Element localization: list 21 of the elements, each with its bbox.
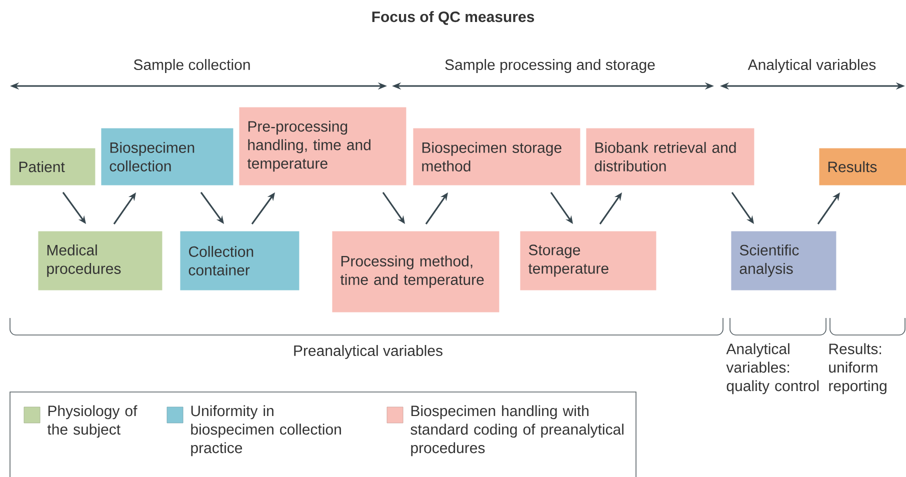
bracket-label: Analytical variables: quality control xyxy=(726,343,819,394)
legend-label: Uniformity in biospecimen collection practice xyxy=(191,405,341,456)
process-box: Collection container xyxy=(180,231,300,290)
bracket-label: Results: uniform reporting xyxy=(829,343,886,394)
process-box: Results xyxy=(819,148,906,186)
range-label: Analytical variables xyxy=(748,59,876,73)
process-box: Biobank retrieval and distribution xyxy=(586,128,754,186)
bracket-label: Preanalytical variables xyxy=(294,345,442,359)
legend-label: Biospecimen handling with standard coding of preanalytical procedures xyxy=(410,405,624,456)
process-box: Scientific analysis xyxy=(731,231,836,290)
range-label: Sample processing and storage xyxy=(445,59,655,73)
title: Focus of QC measures xyxy=(372,11,534,25)
process-box: Biospecimen collection xyxy=(101,128,234,186)
process-box: Processing method, time and temperature xyxy=(332,231,500,312)
process-box: Biospecimen storage method xyxy=(413,128,580,186)
range-label: Sample collection xyxy=(134,59,250,73)
legend-label: Physiology of the subject xyxy=(47,405,138,438)
process-box: Storage temperature xyxy=(520,231,656,290)
process-box: Patient xyxy=(10,148,96,186)
process-box: Pre-processing handling, time and temperature xyxy=(239,107,406,186)
process-box: Medical procedures xyxy=(38,231,162,290)
